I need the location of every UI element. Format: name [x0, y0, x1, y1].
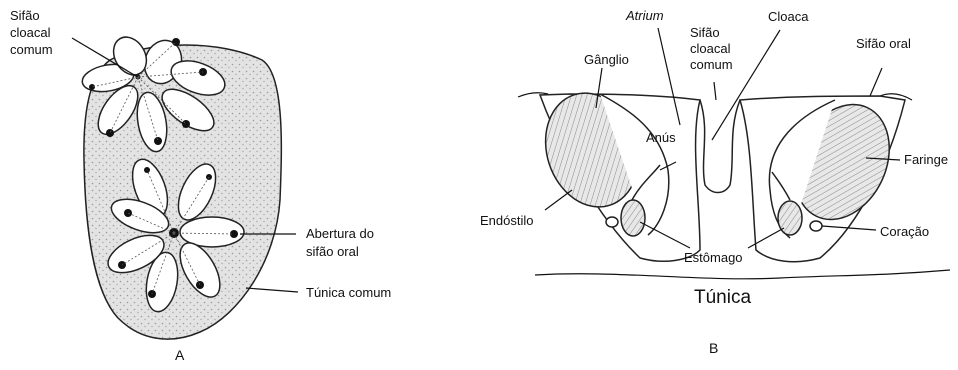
panel-b-caption: B: [709, 340, 718, 356]
label-estomago: Estômago: [684, 250, 743, 265]
stomach-left: [621, 200, 645, 236]
zooid-left: [531, 81, 700, 261]
panel-a-caption: A: [175, 347, 185, 363]
leader-tunica-comum: [246, 288, 298, 292]
label-cloaca: Cloaca: [768, 9, 809, 24]
cloaca-shape: [700, 100, 740, 193]
label-sifao-cloacal-comum-b: Sifão cloacal comum: [690, 25, 734, 72]
leader-endostilo: [545, 190, 572, 210]
label-coracao: Coração: [880, 224, 929, 239]
label-atrium: Atrium: [625, 8, 664, 23]
heart-right: [810, 221, 822, 231]
tunica-line: [535, 270, 950, 279]
label-ganglio: Gânglio: [584, 52, 629, 67]
heart-left: [606, 217, 618, 227]
label-sifao-cloacal-comum-a: Sifão cloacal comum: [10, 8, 54, 57]
label-anus: Anús: [646, 130, 676, 145]
label-endostilo: Endóstilo: [480, 213, 533, 228]
label-tunica-comum: Túnica comum: [306, 285, 391, 300]
label-tunica: Túnica: [694, 287, 751, 308]
panel-a: Sifão cloacal comum Abertura do sifão or…: [10, 8, 391, 363]
leader-sifao-oral: [870, 68, 882, 96]
label-sifao-oral: Sifão oral: [856, 36, 911, 51]
leader-sifao-cloacal-b: [714, 82, 716, 100]
label-abertura-sifao-oral: Abertura do sifão oral: [306, 226, 378, 259]
panel-b: Atrium Sifão cloacal comum Cloaca Gângli…: [480, 8, 950, 356]
label-faringe: Faringe: [904, 152, 948, 167]
